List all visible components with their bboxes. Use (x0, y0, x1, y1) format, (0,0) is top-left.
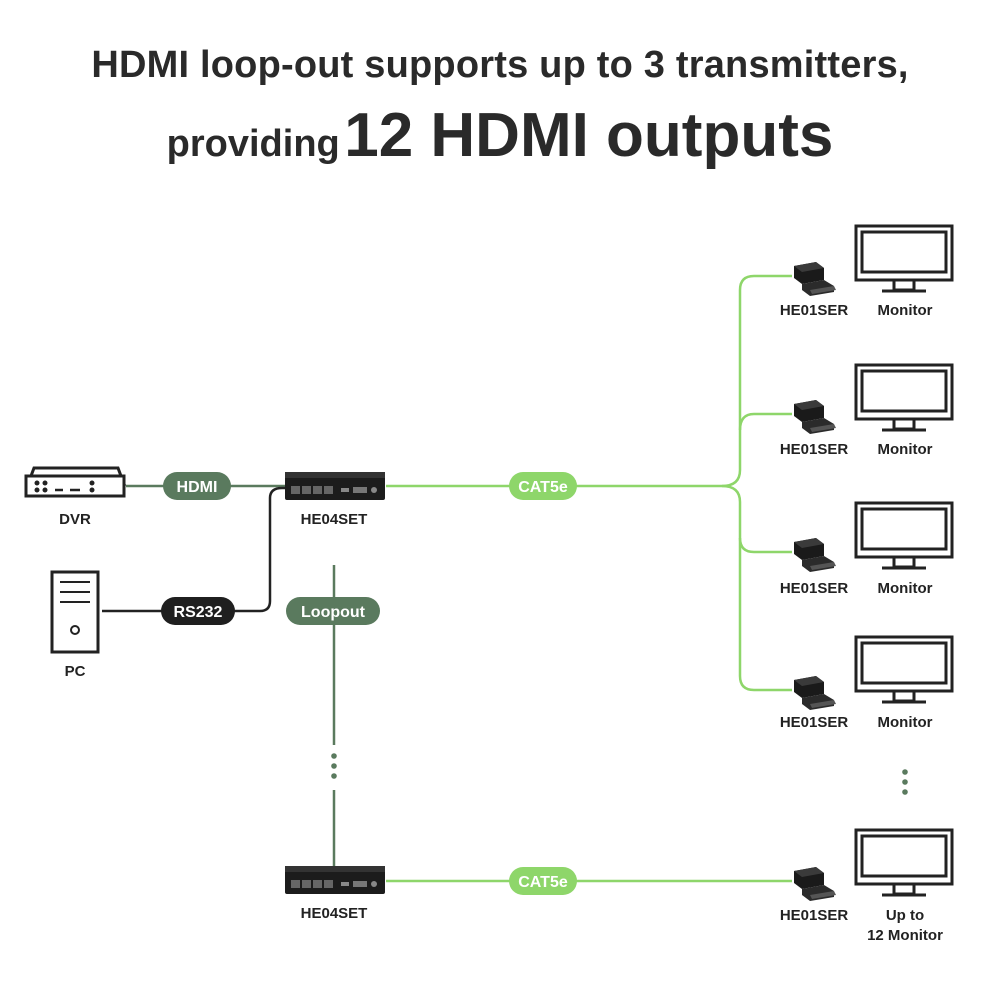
headline-emphasis: 12 HDMI outputs (344, 101, 834, 170)
transmitter-bottom-label: HE04SET (301, 905, 368, 922)
monitor-last-label-line1: Up to (886, 907, 924, 924)
receiver-3 (794, 538, 836, 572)
receiver-last (794, 867, 836, 901)
monitor-continuation-dots (902, 769, 908, 795)
monitor-4-label: Monitor (878, 714, 933, 731)
cable-lines (102, 274, 792, 883)
transmitter-top-label: HE04SET (301, 511, 368, 528)
pc-label: PC (65, 663, 86, 680)
receiver-1 (794, 262, 836, 296)
rs232-cable-pill: RS232 (161, 597, 235, 625)
cat5e-top-pill-label: CAT5e (518, 479, 568, 496)
monitor-1 (854, 224, 954, 293)
receiver-4-label: HE01SER (780, 714, 849, 731)
monitor-2-label: Monitor (878, 441, 933, 458)
loopout-cable-pill: Loopout (286, 597, 380, 625)
headline-line-2: providing 12 HDMI outputs (0, 100, 1000, 171)
transmitter-top (285, 472, 385, 500)
rs232-pill-label: RS232 (174, 604, 223, 621)
monitor-last-label-line2: 12 Monitor (867, 927, 943, 944)
hdmi-cable-pill: HDMI (163, 472, 231, 500)
dvr-label: DVR (59, 511, 91, 528)
loopout-pill-label: Loopout (301, 604, 366, 621)
cat5e-bottom-pill: CAT5e (509, 867, 577, 895)
receiver-2-label: HE01SER (780, 441, 849, 458)
headline-prefix: providing (166, 123, 340, 165)
monitor-last (854, 828, 954, 897)
receiver-last-label: HE01SER (780, 907, 849, 924)
cat5e-top-pill: CAT5e (509, 472, 577, 500)
pc-device (50, 570, 100, 654)
receiver-2 (794, 400, 836, 434)
hdmi-pill-label: HDMI (177, 479, 218, 496)
monitor-1-label: Monitor (878, 302, 933, 319)
receiver-1-label: HE01SER (780, 302, 849, 319)
cat5e-bottom-pill-label: CAT5e (518, 874, 568, 891)
monitor-4 (854, 635, 954, 704)
monitor-3 (854, 501, 954, 570)
dvr-device (24, 466, 127, 498)
headline-line-1: HDMI loop-out supports up to 3 transmitt… (91, 44, 909, 86)
loopout-continuation-dots (331, 753, 337, 779)
monitor-2 (854, 363, 954, 432)
receiver-3-label: HE01SER (780, 580, 849, 597)
monitor-3-label: Monitor (878, 580, 933, 597)
transmitter-bottom (285, 866, 385, 894)
receiver-4 (794, 676, 836, 710)
